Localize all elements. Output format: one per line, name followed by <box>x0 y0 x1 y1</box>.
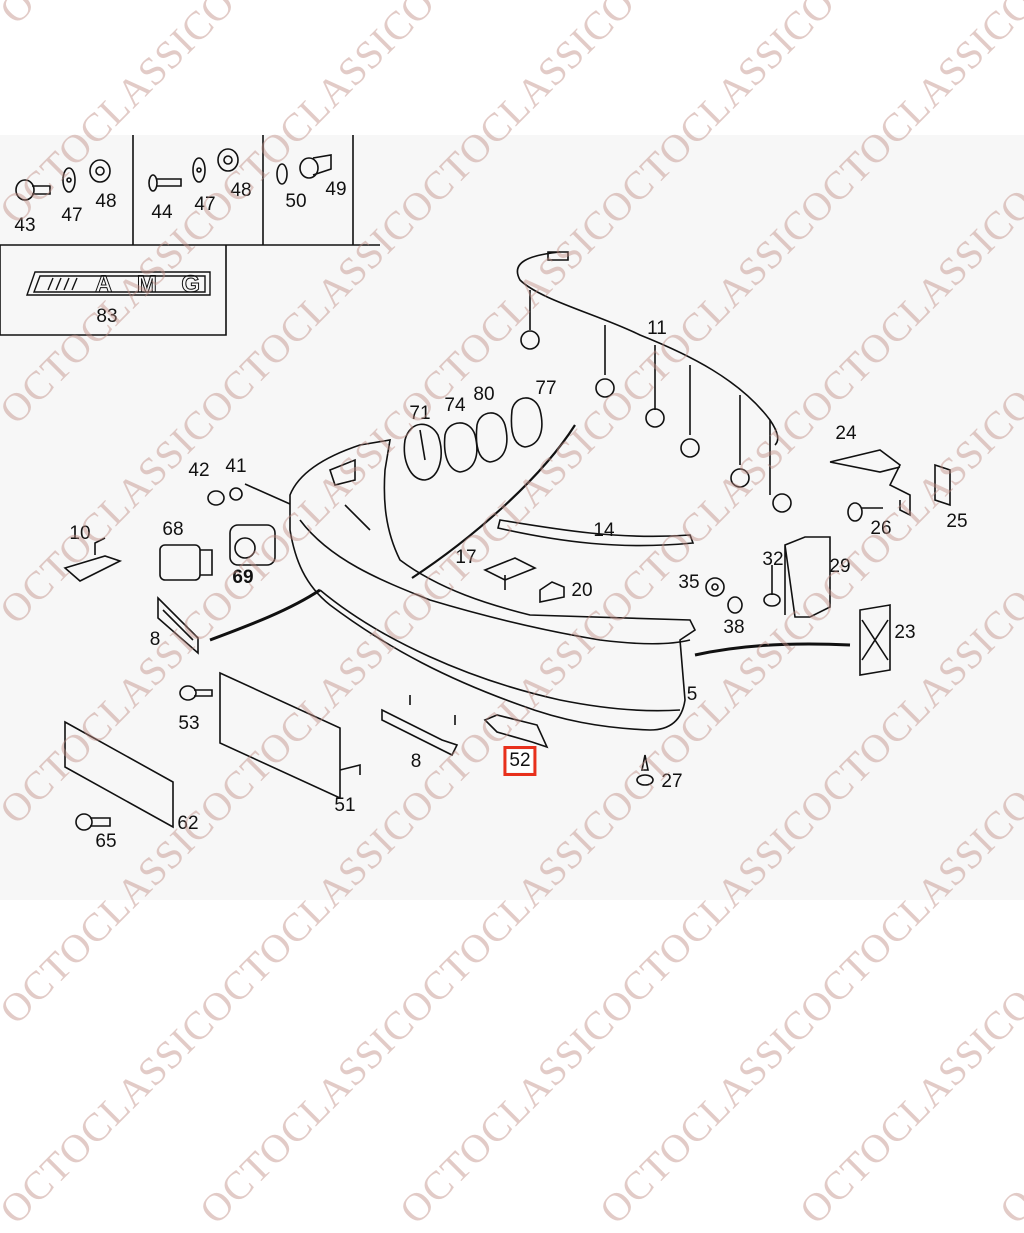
part-label[interactable]: 42 <box>188 460 210 481</box>
part-label[interactable]: 47 <box>61 205 83 226</box>
nut-icon <box>89 159 111 183</box>
parts-diagram: AMG <box>0 135 951 831</box>
part-label[interactable]: 48 <box>95 191 117 212</box>
part-label[interactable]: 83 <box>96 306 118 327</box>
part-label[interactable]: 41 <box>225 456 247 477</box>
part-label[interactable]: 74 <box>444 395 466 416</box>
part-label[interactable]: 43 <box>14 215 36 236</box>
part-label[interactable]: 48 <box>230 180 252 201</box>
part-label[interactable]: 62 <box>177 813 199 834</box>
part-label[interactable]: 11 <box>647 318 667 339</box>
trim-strip-part-14 <box>497 519 695 547</box>
diagram-background <box>0 135 1024 900</box>
bracket-part-10 <box>63 537 123 582</box>
svg-text:AMG: AMG <box>95 271 200 298</box>
part-label[interactable]: 47 <box>194 194 216 215</box>
part-label[interactable]: 44 <box>151 202 173 223</box>
bracket-part-24 <box>829 449 911 517</box>
sensor-rings <box>403 397 543 481</box>
arrow <box>694 642 851 657</box>
sensor-part-69 <box>229 524 276 566</box>
selected-part-label[interactable]: 52 <box>503 746 537 776</box>
washer-icon <box>276 163 288 185</box>
screw-part-26 <box>847 502 883 522</box>
screw-part-27 <box>636 754 654 786</box>
grille-part-8 <box>157 596 199 655</box>
part-label[interactable]: 26 <box>870 518 892 539</box>
plate-part-62 <box>64 720 174 829</box>
part-label[interactable]: 8 <box>149 629 161 650</box>
part-label[interactable]: 29 <box>829 556 851 577</box>
part-label[interactable]: 35 <box>678 572 700 593</box>
washer-part-38 <box>727 596 743 614</box>
part-label[interactable]: 24 <box>835 423 857 444</box>
part-label[interactable]: 14 <box>593 520 615 541</box>
switch-part-68 <box>159 544 213 581</box>
bracket-part-23 <box>859 604 891 676</box>
part-label[interactable]: 68 <box>162 519 184 540</box>
washer-icon <box>62 167 76 193</box>
part-label[interactable]: 77 <box>535 378 557 399</box>
sleeve-nut-icon <box>299 154 332 179</box>
bracket-part-29 <box>784 536 831 618</box>
grille-part-8 <box>381 695 459 757</box>
part-label[interactable]: 32 <box>762 549 784 570</box>
part-label[interactable]: 17 <box>455 547 477 568</box>
clip-part-20 <box>539 581 565 603</box>
nut-icon <box>217 148 239 172</box>
arrow <box>411 424 576 579</box>
part-label[interactable]: 23 <box>894 622 916 643</box>
part-label[interactable]: 50 <box>285 191 307 212</box>
bracket-part-52 <box>483 714 549 749</box>
part-label[interactable]: 38 <box>723 617 745 638</box>
rear-bumper-part-5 <box>289 439 697 731</box>
part-label[interactable]: 25 <box>946 511 968 532</box>
bolt-icon <box>15 179 51 201</box>
holder-part-17 <box>483 557 537 590</box>
part-label[interactable]: 53 <box>178 713 200 734</box>
part-label[interactable]: 27 <box>661 771 683 792</box>
part-label[interactable]: 65 <box>95 831 117 852</box>
nut-part-35 <box>705 577 725 597</box>
part-label[interactable]: 10 <box>69 523 91 544</box>
bolt-part-41-42 <box>207 483 291 506</box>
part-label[interactable]: 69 <box>232 567 254 588</box>
part-label[interactable]: 51 <box>334 795 356 816</box>
part-label[interactable]: 8 <box>410 751 422 772</box>
plate-part-51 <box>219 671 361 800</box>
part-label[interactable]: 5 <box>686 684 698 705</box>
hardware-box-frame <box>0 135 380 336</box>
part-label[interactable]: 71 <box>409 403 431 424</box>
part-label[interactable]: 49 <box>325 179 347 200</box>
part-label[interactable]: 80 <box>473 384 495 405</box>
bolt-part-65 <box>75 813 111 831</box>
bolt-icon <box>148 174 182 192</box>
bolt-part-32 <box>763 565 781 607</box>
wiring-harness-part-11 <box>516 251 792 513</box>
washer-icon <box>192 157 206 183</box>
part-label[interactable]: 20 <box>571 580 593 601</box>
clip-part-25 <box>934 463 951 507</box>
arrow <box>209 588 321 642</box>
amg-emblem-logo: AMG <box>26 271 211 299</box>
bolt-part-53 <box>179 685 213 701</box>
